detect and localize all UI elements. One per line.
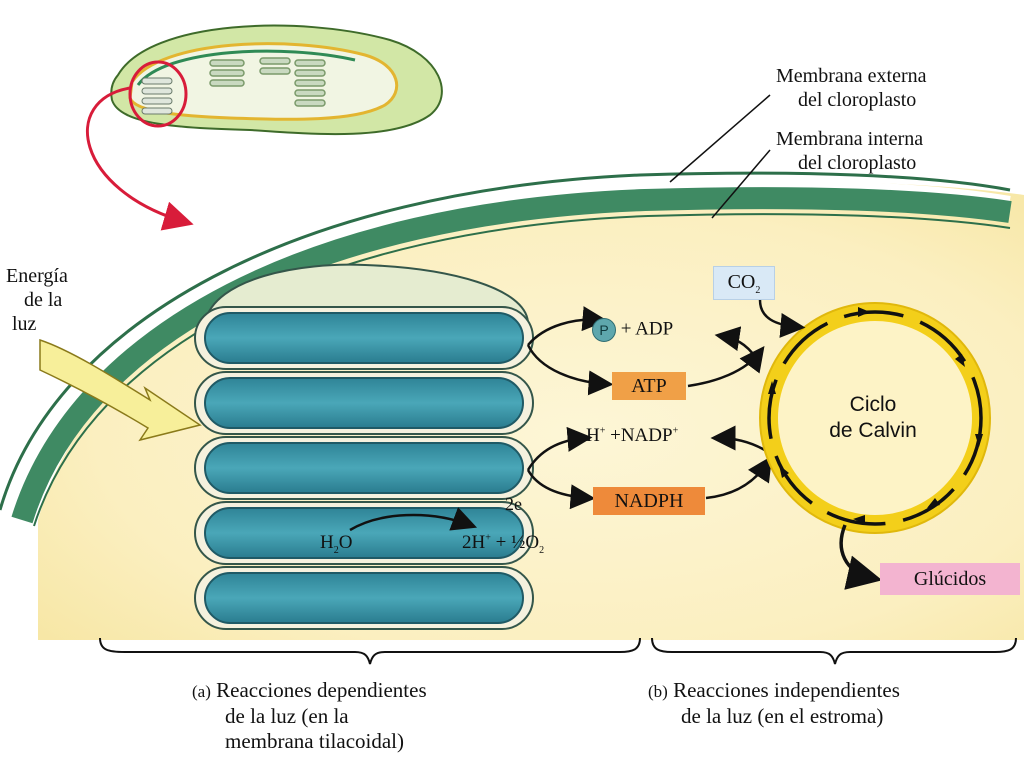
inner-membrane-label: Membrana interna del cloroplasto <box>776 128 924 174</box>
zoom-arrow <box>85 86 194 231</box>
chloroplast-inset <box>110 24 443 136</box>
p-adp-label: P + ADP <box>592 318 673 342</box>
caption-light-dependent: (a) Reacciones dependientes de la luz (e… <box>192 678 427 753</box>
zoom-circle <box>128 60 188 128</box>
water-label: H2O <box>320 532 353 556</box>
thylakoid <box>194 566 534 630</box>
nadph-to-calvin-arrow <box>705 455 773 500</box>
thylakoid <box>194 306 534 370</box>
calvin-to-adp-arrow <box>714 326 762 366</box>
phosphate-icon: P <box>592 318 616 342</box>
atp-box: ATP <box>612 372 686 400</box>
glucidos-box: Glúcidos <box>880 563 1020 595</box>
nadp-label: H+ +NADP+ <box>586 425 679 446</box>
light-energy-label: Energía de la luz <box>6 265 68 335</box>
glucidos-arrow <box>839 524 883 590</box>
atp-arrow <box>526 344 614 396</box>
adp-arrow <box>527 306 608 346</box>
light-energy-arrow <box>39 338 202 442</box>
calvin-cycle-ring <box>759 302 991 534</box>
nadph-box: NADPH <box>593 487 705 515</box>
outer-membrane-pointer <box>669 94 771 183</box>
thylakoid <box>194 436 534 500</box>
granum <box>194 263 534 630</box>
nadp-arrow <box>526 426 593 471</box>
caption-light-independent: (b) Reacciones independientes de la luz … <box>648 678 900 728</box>
inner-membrane-pointer <box>711 149 771 219</box>
thylakoid <box>194 371 534 435</box>
co2-box: CO2 <box>713 266 775 300</box>
electrons-label: 2e <box>505 494 522 514</box>
co2-arrow <box>758 299 806 338</box>
brace-a <box>99 637 641 665</box>
products-label: 2H+ + ½O2 <box>462 532 545 556</box>
water-split-arrow <box>349 507 478 532</box>
nadph-arrow <box>526 469 596 510</box>
calvin-cycle-label: Ciclo de Calvin <box>829 393 917 442</box>
brace-b <box>651 637 1017 665</box>
outer-membrane-label: Membrana externa del cloroplasto <box>776 65 927 111</box>
